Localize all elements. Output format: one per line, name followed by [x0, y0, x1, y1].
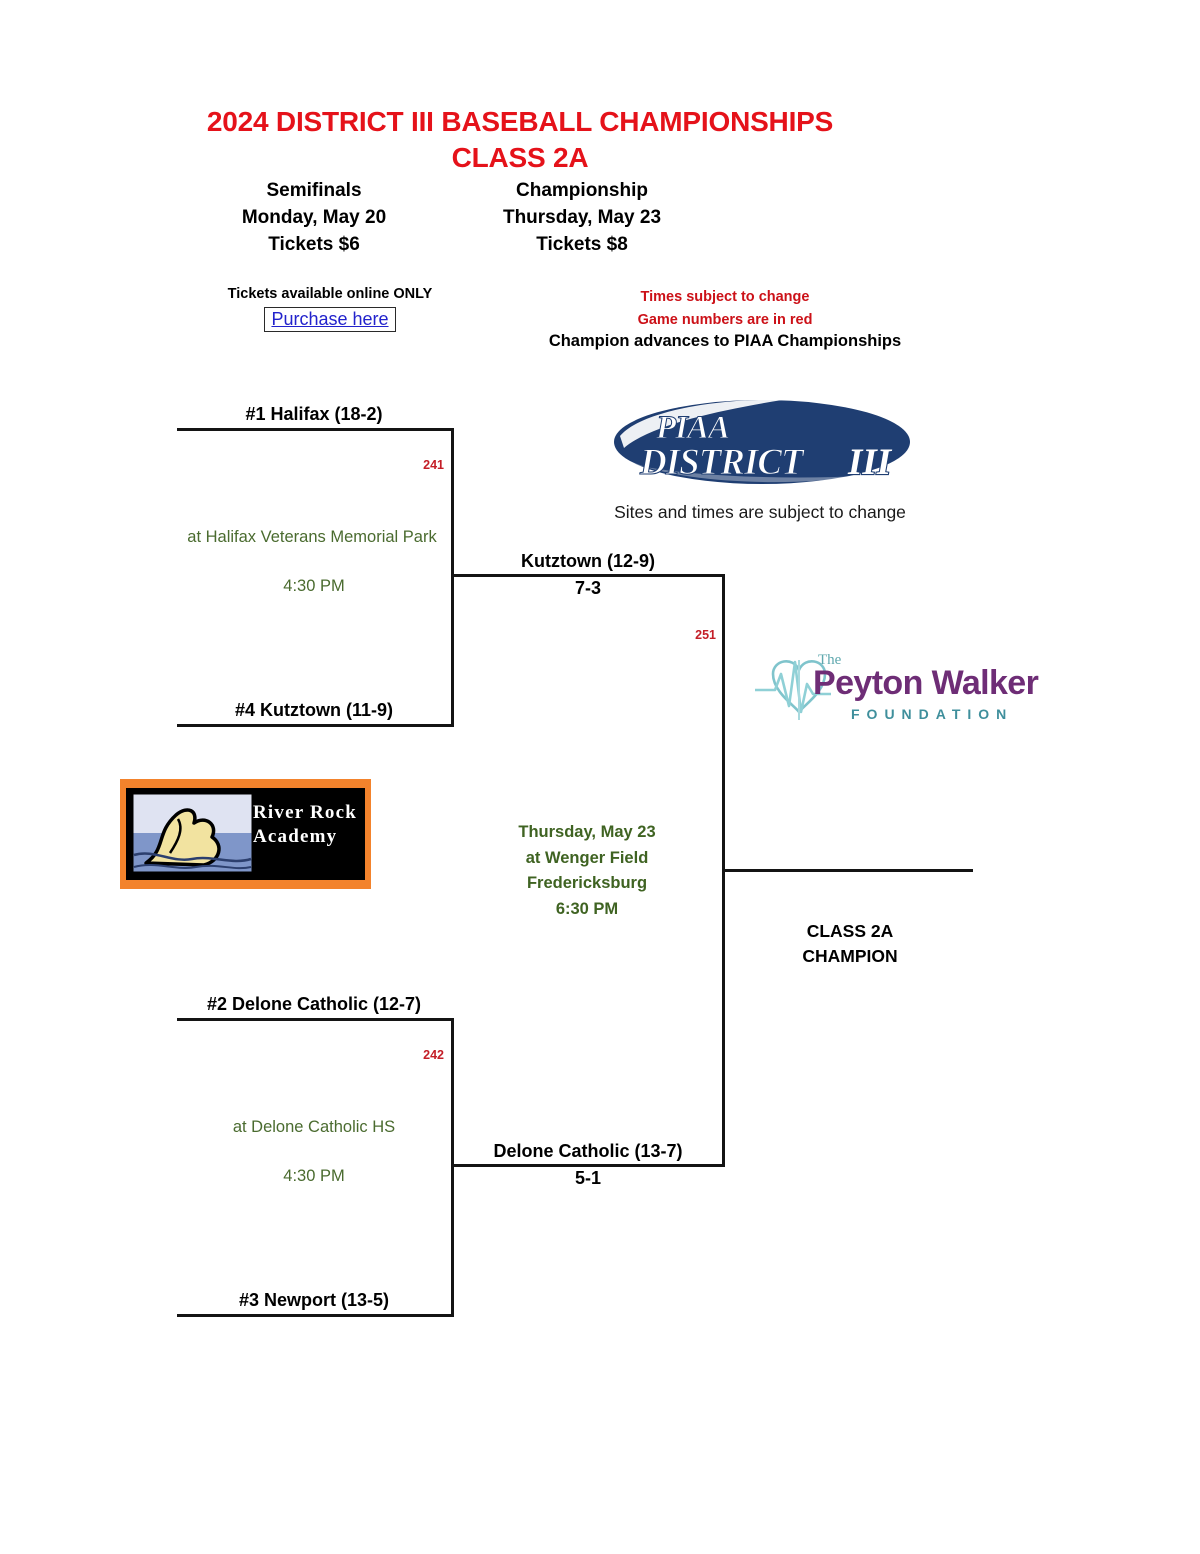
river-rock-academy-logo: River Rock Academy — [120, 779, 371, 889]
river-rock-wordmark: River Rock Academy — [253, 801, 357, 849]
piaa-district-iii-logo: PIAA DISTRICT III III — [612, 396, 924, 488]
semifinals-header: Semifinals Monday, May 20 Tickets $6 — [195, 177, 433, 258]
semi1-connector-line — [451, 428, 454, 727]
svg-text:III: III — [847, 442, 893, 483]
semi2-winner-line — [451, 1164, 725, 1167]
championship-header: Championship Thursday, May 23 Tickets $8 — [452, 177, 712, 258]
champion-label-line2: CHAMPION — [802, 946, 898, 966]
svg-text:III: III — [847, 442, 893, 483]
semi1-time: 4:30 PM — [283, 577, 345, 595]
red-notes-block: Times subject to change Game numbers are… — [500, 286, 950, 332]
svg-text:PIAA: PIAA — [655, 410, 729, 446]
final-date: Thursday, May 23 — [518, 823, 656, 841]
semi1-venue: at Halifax Veterans Memorial Park — [187, 528, 437, 546]
semi2-bottom-line — [177, 1314, 454, 1317]
semi1-bottom-line — [177, 724, 454, 727]
semifinals-date: Monday, May 20 — [241, 207, 387, 228]
page-title-line1: 2024 DISTRICT III BASEBALL CHAMPIONSHIPS — [206, 106, 834, 137]
final-venue-line2: Fredericksburg — [526, 874, 648, 892]
semi1-winner: Kutztown (12-9) — [521, 551, 655, 571]
peyton-walker-the-label: The — [818, 652, 842, 668]
note-times-subject-to-change: Times subject to change — [640, 289, 810, 305]
purchase-link-wrapper: Purchase here — [180, 307, 480, 332]
semi2-bottom-team: #3 Newport (13-5) — [238, 1290, 390, 1310]
tickets-online-note: Tickets available online ONLY — [227, 286, 433, 302]
final-venue-line1: at Wenger Field — [525, 848, 649, 867]
semi2-connector-line — [451, 1018, 454, 1317]
championship-round-label: Championship — [516, 180, 648, 201]
note-game-numbers-red: Game numbers are in red — [637, 312, 813, 328]
semi2-venue: at Delone Catholic HS — [232, 1118, 396, 1136]
river-rock-line1: River Rock — [253, 802, 357, 823]
semifinals-tickets: Tickets $6 — [268, 234, 360, 255]
semi1-top-team: #1 Halifax (18-2) — [245, 404, 383, 424]
champion-line — [722, 869, 973, 872]
semi2-winner: Delone Catholic (13-7) — [493, 1141, 683, 1161]
semi1-winner-line — [451, 574, 725, 577]
note-champion-advances: Champion advances to PIAA Championships — [548, 332, 902, 350]
champion-label: CLASS 2A CHAMPION — [740, 919, 960, 969]
semi2-game-number: 242 — [423, 1048, 444, 1062]
peyton-walker-name: Peyton Walker — [813, 664, 1039, 702]
semi2-top-team: #2 Delone Catholic (12-7) — [206, 994, 422, 1014]
championship-tickets: Tickets $8 — [536, 234, 628, 255]
peyton-walker-foundation-label: FOUNDATION — [851, 706, 1014, 722]
semi2-top-line — [177, 1018, 454, 1021]
semi1-top-line — [177, 428, 454, 431]
purchase-tickets-link[interactable]: Purchase here — [264, 307, 396, 332]
champion-label-line1: CLASS 2A — [806, 921, 894, 941]
semi1-bottom-team: #4 Kutztown (11-9) — [234, 700, 394, 720]
note-sites-and-times: Sites and times are subject to change — [614, 502, 906, 522]
final-details: Thursday, May 23 at Wenger Field Frederi… — [452, 820, 722, 922]
semi2-score: 5-1 — [574, 1168, 601, 1188]
final-game-number: 251 — [695, 628, 716, 642]
championship-date: Thursday, May 23 — [502, 207, 662, 228]
svg-text:DISTRICT: DISTRICT — [639, 442, 805, 483]
final-time: 6:30 PM — [555, 899, 619, 918]
semi1-score: 7-3 — [574, 578, 601, 598]
peyton-walker-foundation-logo: The Peyton Walker FOUNDATION — [735, 648, 1039, 736]
semifinals-round-label: Semifinals — [266, 180, 362, 201]
river-rock-line2: Academy — [253, 826, 338, 847]
semi1-game-number: 241 — [423, 458, 444, 472]
semi2-time: 4:30 PM — [283, 1167, 345, 1185]
page-title-line2: CLASS 2A — [451, 142, 589, 173]
